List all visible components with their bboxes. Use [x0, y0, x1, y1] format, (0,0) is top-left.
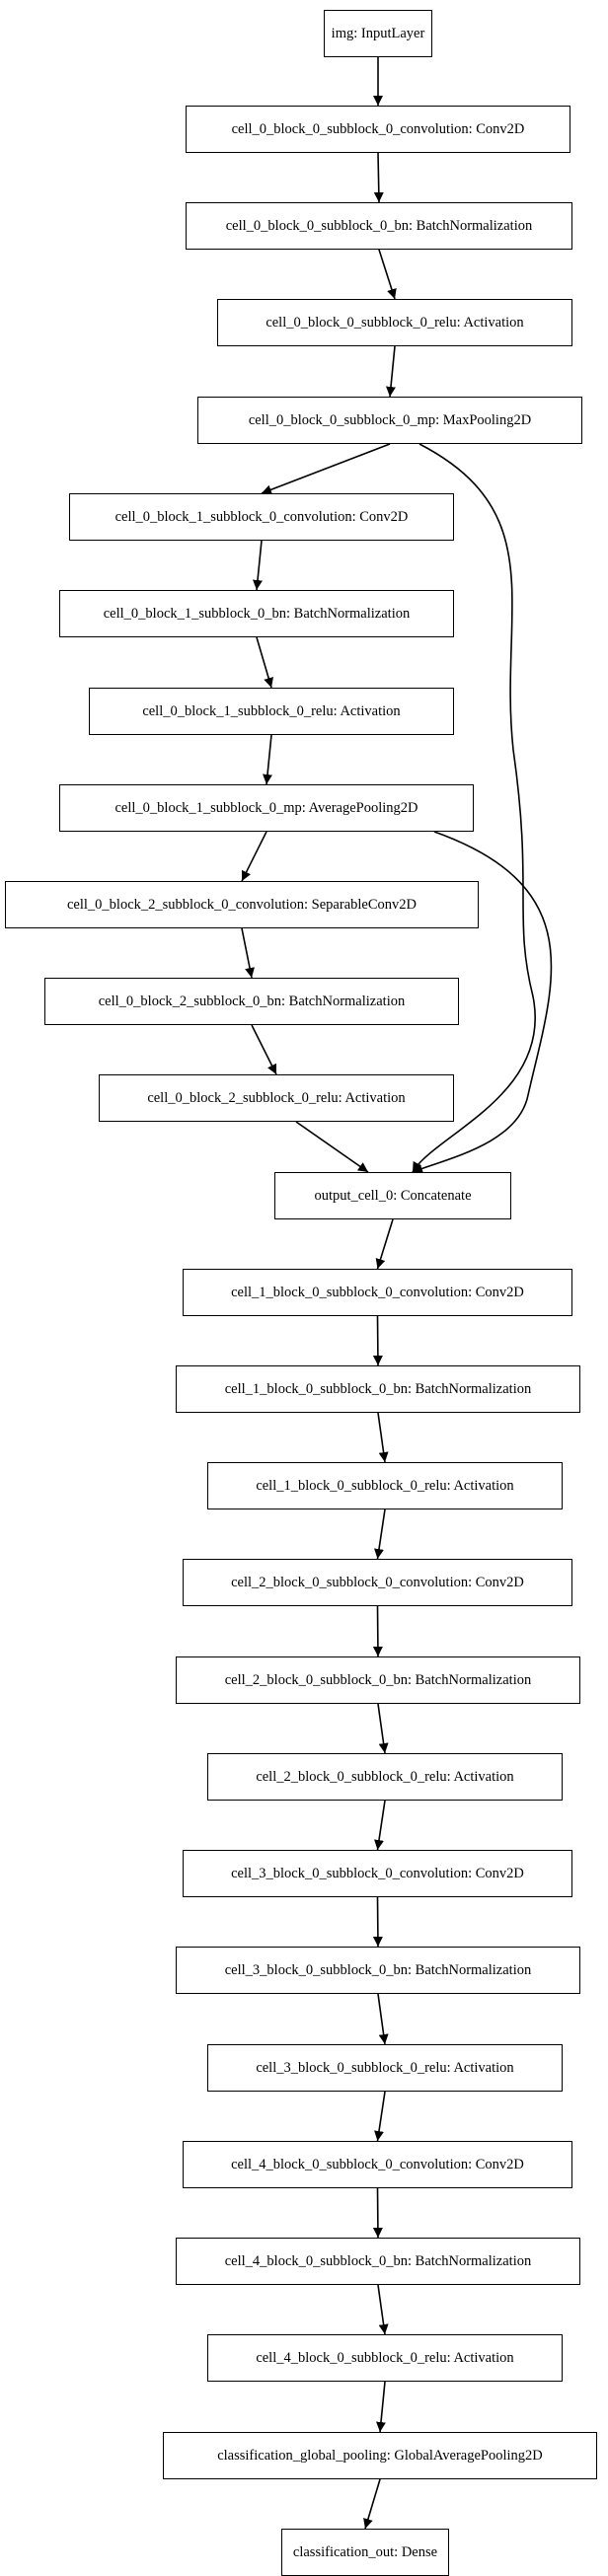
layer-node: cell_0_block_1_subblock_0_mp: AveragePoo… [59, 784, 474, 832]
edge-arrow [374, 2091, 386, 2142]
layer-node: cell_1_block_0_subblock_0_convolution: C… [183, 1269, 572, 1316]
layer-node: cell_2_block_0_subblock_0_convolution: C… [183, 1559, 572, 1606]
layer-node: cell_2_block_0_subblock_0_bn: BatchNorma… [176, 1656, 580, 1704]
layer-node: cell_0_block_1_subblock_0_relu: Activati… [89, 688, 454, 735]
layer-node: cell_4_block_0_subblock_0_convolution: C… [183, 2141, 572, 2188]
layer-node: cell_4_block_0_subblock_0_relu: Activati… [207, 2334, 563, 2382]
edge-arrow [253, 540, 263, 591]
layer-node: cell_1_block_0_subblock_0_relu: Activati… [207, 1462, 563, 1509]
layer-node: cell_0_block_1_subblock_0_bn: BatchNorma… [59, 590, 454, 637]
edge-arrow [263, 734, 272, 785]
layer-node: cell_0_block_0_subblock_0_bn: BatchNorma… [186, 202, 572, 250]
edge-arrow [377, 2284, 389, 2335]
edge-arrow [241, 831, 267, 882]
layer-node: cell_0_block_0_subblock_0_mp: MaxPooling… [197, 397, 582, 444]
edge-arrow [261, 443, 391, 495]
layer-node: cell_2_block_0_subblock_0_relu: Activati… [207, 1753, 563, 1801]
edge-arrow [363, 2478, 381, 2530]
layer-node: cell_1_block_0_subblock_0_bn: BatchNorma… [176, 1365, 580, 1413]
layer-node: cell_3_block_0_subblock_0_convolution: C… [183, 1850, 572, 1897]
edge-arrow [412, 831, 553, 1173]
edge-arrow [377, 1412, 389, 1463]
layer-node: cell_0_block_2_subblock_0_bn: BatchNorma… [44, 978, 459, 1025]
edge-arrow [377, 1993, 389, 2045]
edge-arrow [251, 1024, 277, 1075]
edge-arrow [375, 2381, 386, 2433]
edge-arrow [241, 927, 255, 979]
edge-arrow [373, 152, 384, 203]
edge-arrow [374, 1800, 386, 1851]
edge-arrow [372, 1605, 383, 1657]
edge-arrow [372, 1896, 383, 1948]
layer-node: cell_4_block_0_subblock_0_bn: BatchNorma… [176, 2238, 580, 2285]
edge-arrow [377, 1703, 389, 1754]
edge-arrow [374, 1509, 386, 1560]
layer-node: classification_out: Dense [281, 2529, 449, 2576]
layer-node: cell_0_block_1_subblock_0_convolution: C… [69, 493, 454, 541]
layer-node: cell_3_block_0_subblock_0_relu: Activati… [207, 2044, 563, 2092]
layer-node: cell_0_block_0_subblock_0_relu: Activati… [217, 299, 572, 346]
edge-arrow [385, 345, 396, 398]
edge-arrow [375, 1218, 394, 1270]
layer-node: cell_0_block_2_subblock_0_convolution: S… [5, 881, 479, 928]
layer-node: classification_global_pooling: GlobalAve… [163, 2432, 597, 2479]
edge-arrow [372, 2187, 383, 2239]
layer-node: img: InputLayer [324, 10, 432, 57]
edge-arrow [256, 636, 273, 689]
edge-arrow [412, 443, 536, 1173]
edge-arrow [372, 1315, 383, 1366]
layer-node: cell_0_block_2_subblock_0_relu: Activati… [99, 1074, 454, 1122]
edge-arrow [295, 1121, 369, 1173]
layer-node: cell_3_block_0_subblock_0_bn: BatchNorma… [176, 1947, 580, 1994]
edge-arrow [378, 249, 397, 300]
layer-node: output_cell_0: Concatenate [274, 1172, 511, 1219]
layer-node: cell_0_block_0_subblock_0_convolution: C… [186, 106, 570, 153]
